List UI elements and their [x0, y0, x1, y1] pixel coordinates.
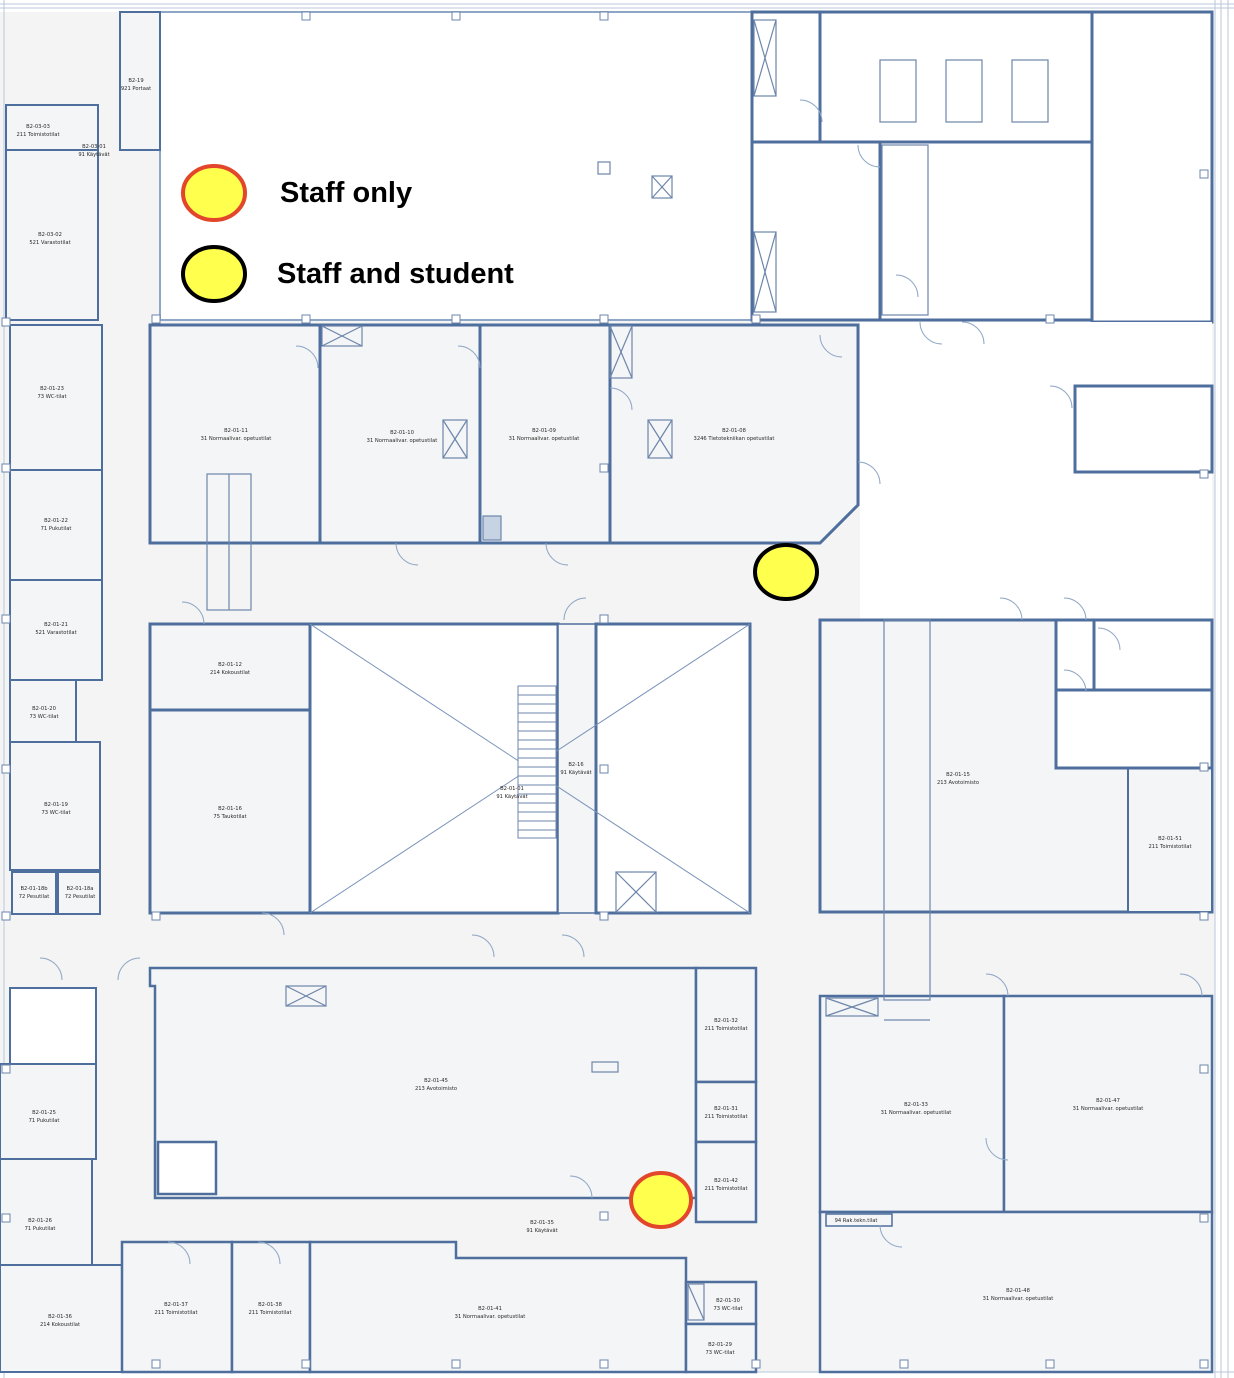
room-type: 211 Toimistotilat — [1149, 844, 1192, 850]
room-code: B2-01-36 — [48, 1314, 72, 1320]
room-type: 214 Kokoustilat — [210, 670, 250, 676]
room-code: B2-01-41 — [478, 1306, 502, 1312]
room-type: 73 WC-tilat — [705, 1350, 734, 1356]
room-type: 91 Käytävät — [78, 152, 109, 158]
top-right-block — [750, 10, 1214, 620]
room-code: B2-01-51 — [1158, 836, 1182, 842]
misc-fixtures — [206, 19, 1049, 1321]
room-code: B2-01-20 — [32, 706, 56, 712]
room-type: 211 Toimistotilat — [705, 1186, 748, 1192]
room-code: B2-03-03 — [26, 124, 50, 130]
room-type: 73 WC-tilat — [713, 1306, 742, 1312]
room-code: B2-01-15 — [946, 772, 970, 778]
stair — [517, 685, 557, 839]
legend-staff-only-marker — [181, 164, 247, 222]
room-code: B2-01-18a — [67, 886, 94, 892]
room-type: 31 Normaalivar. opetustilat — [367, 438, 438, 444]
room-code: B2-16 — [568, 762, 583, 768]
room-type: 91 Käytävät — [560, 770, 591, 776]
room-type: 71 Pukutilat — [25, 1226, 56, 1232]
room-code: B2-01-01 — [500, 786, 524, 792]
room-code: B2-01-32 — [714, 1018, 738, 1024]
room-type: 72 Pesutilat — [65, 894, 96, 900]
room-type: 211 Toimistotilat — [705, 1114, 748, 1120]
room-type: 31 Normaalivar. opetustilat — [455, 1314, 526, 1320]
room-code: B2-01-19 — [44, 802, 68, 808]
room-code: B2-01-12 — [218, 662, 242, 668]
room-type: 921 Portaat — [121, 86, 151, 92]
room-code: B2-01-11 — [224, 428, 248, 434]
room-code: B2-01-29 — [708, 1342, 732, 1348]
room-type: 211 Toimistotilat — [705, 1026, 748, 1032]
room-type: 73 WC-tilat — [29, 714, 58, 720]
left-service-rooms — [0, 11, 161, 1373]
room-type: 72 Pesutilat — [19, 894, 50, 900]
room-code: B2-01-48 — [1006, 1288, 1030, 1294]
room-code: B2-01-23 — [40, 386, 64, 392]
room-code: B2-01-38 — [258, 1302, 282, 1308]
room-code: B2-01-42 — [714, 1178, 738, 1184]
room-type: 213 Avotoimisto — [937, 780, 979, 786]
room-code: B2-01-26 — [28, 1218, 52, 1224]
room-code: B2-01-16 — [218, 806, 242, 812]
room-labels: B2-19 921 Portaat B2-03-03 211 Toimistot… — [17, 78, 1192, 1356]
room-code: B2-01-45 — [424, 1078, 448, 1084]
room-type: 521 Varastotilat — [35, 630, 76, 636]
room-type: 31 Normaalivar. opetustilat — [509, 436, 580, 442]
room-type: 214 Kokoustilat — [40, 1322, 80, 1328]
room-type: 521 Varastotilat — [29, 240, 70, 246]
staff-student-access-marker[interactable] — [753, 543, 819, 601]
room-type: 71 Pukutilat — [29, 1118, 60, 1124]
legend-staff-only-label: Staff only — [280, 177, 413, 209]
room-code: B2-03-02 — [38, 232, 62, 238]
room-type: 31 Normaalivar. opetustilat — [983, 1296, 1054, 1302]
room-code: B2-03-01 — [82, 144, 106, 150]
staff-only-access-marker[interactable] — [629, 1171, 693, 1229]
room-code: B2-01-35 — [530, 1220, 554, 1226]
room-code: B2-01-33 — [904, 1102, 928, 1108]
legend-staff-student-label: Staff and student — [277, 258, 514, 290]
upper-classrooms — [148, 323, 860, 545]
right-middle-block — [818, 618, 1214, 914]
room-code: B2-01-31 — [714, 1106, 738, 1112]
room-type: 73 WC-tilat — [41, 810, 70, 816]
room-type: 31 Normaalivar. opetustilat — [1073, 1106, 1144, 1112]
room-code: B2-01-37 — [164, 1302, 188, 1308]
room-type: 91 Käytävät — [496, 794, 527, 800]
room-type: 75 Taukotilat — [213, 814, 246, 820]
room-type: 3246 Tietotekniikan opetustilat — [694, 436, 775, 442]
room-type: 213 Avotoimisto — [415, 1086, 457, 1092]
lower-block — [120, 966, 1214, 1374]
legend-staff-student-marker — [181, 245, 247, 303]
room-code: B2-01-21 — [44, 622, 68, 628]
room-code: B2-01-08 — [722, 428, 746, 434]
room-type: 31 Normaalivar. opetustilat — [201, 436, 272, 442]
room-type: 91 Käytävät — [526, 1228, 557, 1234]
door-arcs — [39, 99, 1203, 1265]
room-type: 211 Toimistotilat — [249, 1310, 292, 1316]
room-code: B2-01-22 — [44, 518, 68, 524]
room-code: B2-01-10 — [390, 430, 414, 436]
room-type: 71 Pukutilat — [41, 526, 72, 532]
room-type: 73 WC-tilat — [37, 394, 66, 400]
column-markers — [1, 11, 1209, 1369]
room-type: 211 Toimistotilat — [155, 1310, 198, 1316]
room-type: 31 Normaalivar. opetustilat — [881, 1110, 952, 1116]
room-code: B2-01-18b — [20, 886, 48, 892]
room-type: 94 Rak.tekn.tilat — [835, 1218, 878, 1224]
room-code: B2-01-30 — [716, 1298, 740, 1304]
room-code: B2-01-47 — [1096, 1098, 1120, 1104]
room-type: 211 Toimistotilat — [17, 132, 60, 138]
room-code: B2-19 — [128, 78, 143, 84]
middle-block — [148, 622, 752, 915]
room-code: B2-01-09 — [532, 428, 556, 434]
room-code: B2-01-25 — [32, 1110, 56, 1116]
